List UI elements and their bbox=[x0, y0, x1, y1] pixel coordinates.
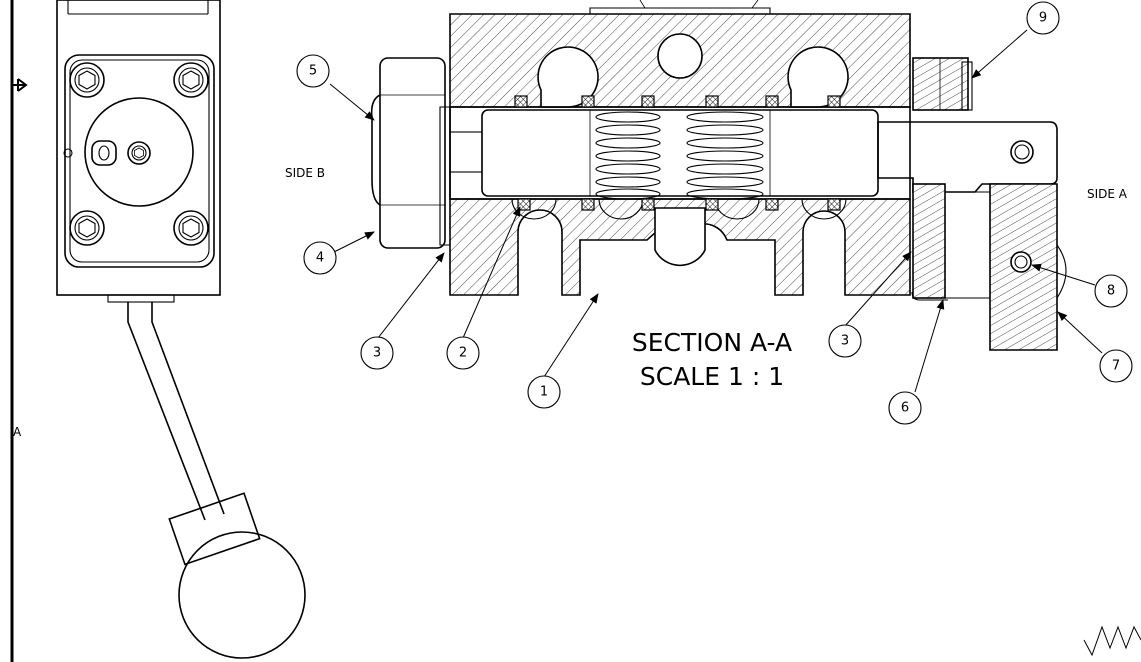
balloon-3-right: 3 bbox=[828, 324, 862, 358]
balloon-8: 8 bbox=[1094, 274, 1128, 308]
balloon-6: 6 bbox=[888, 391, 922, 425]
leader-lines bbox=[329, 29, 1103, 393]
svg-text:6: 6 bbox=[901, 401, 909, 416]
svg-text:2: 2 bbox=[459, 346, 467, 361]
svg-text:7: 7 bbox=[1112, 359, 1120, 374]
balloon-1: 1 bbox=[527, 375, 561, 409]
balloon-3-left: 3 bbox=[360, 336, 394, 370]
valve-front-view bbox=[56, 0, 306, 659]
side-a-assembly bbox=[877, 57, 1067, 351]
svg-text:3: 3 bbox=[373, 346, 381, 361]
balloon-5: 5 bbox=[296, 54, 330, 88]
svg-text:1: 1 bbox=[540, 385, 548, 400]
svg-text:8: 8 bbox=[1107, 284, 1115, 299]
balloon-7: 7 bbox=[1099, 349, 1133, 383]
svg-text:4: 4 bbox=[316, 251, 324, 266]
screw-bottom-right-icon bbox=[173, 210, 209, 246]
svg-text:9: 9 bbox=[1039, 11, 1047, 26]
screw-top-right-icon bbox=[173, 62, 209, 98]
screw-top-left-icon bbox=[69, 62, 105, 98]
balloon-4: 4 bbox=[303, 241, 337, 275]
side-b-label: SIDE B bbox=[285, 166, 325, 180]
balloon-9: 9 bbox=[1026, 1, 1060, 35]
svg-text:5: 5 bbox=[309, 64, 317, 79]
balloon-2: 2 bbox=[446, 336, 480, 370]
svg-text:3: 3 bbox=[841, 334, 849, 349]
end-cap-side-b bbox=[370, 57, 483, 249]
section-scale: SCALE 1 : 1 bbox=[640, 362, 784, 391]
section-title: SECTION A-A bbox=[632, 328, 792, 357]
spring-left bbox=[595, 111, 661, 200]
side-a-label: SIDE A bbox=[1087, 187, 1128, 201]
section-view bbox=[370, 0, 1067, 351]
screw-bottom-left-icon bbox=[69, 210, 105, 246]
o-rings bbox=[514, 95, 841, 211]
surface-finish-icon bbox=[1083, 625, 1141, 657]
margin-zone-label: A bbox=[13, 425, 22, 439]
sheet-border bbox=[10, 0, 28, 662]
spring-right bbox=[686, 111, 764, 200]
